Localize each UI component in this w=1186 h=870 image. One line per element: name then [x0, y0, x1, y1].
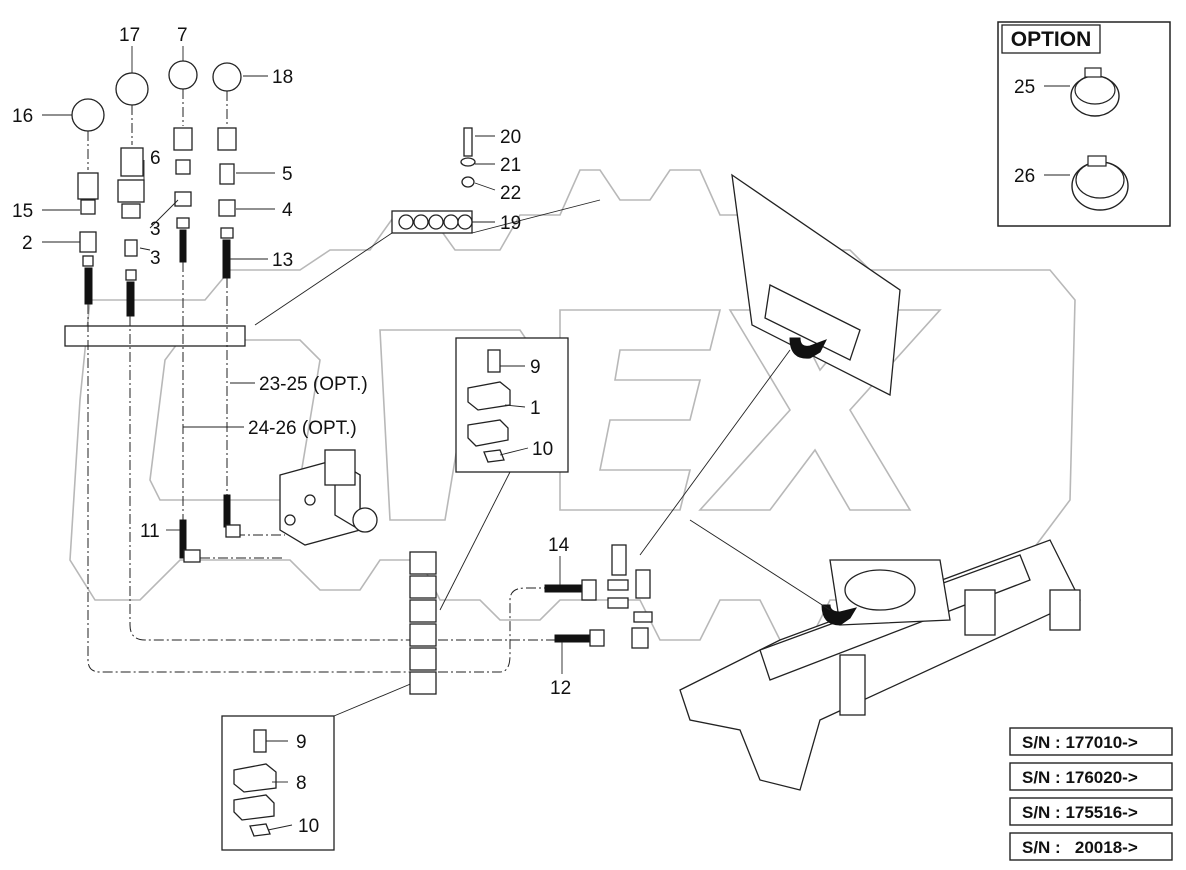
callout-2: 2	[22, 233, 33, 254]
callout-17: 17	[119, 25, 140, 46]
clamp-1-icon	[467, 381, 511, 411]
clamp-detail-upper	[439, 337, 569, 611]
callout-21: 21	[500, 155, 521, 176]
callout-14: 14	[548, 535, 570, 556]
dust-cap-17-icon	[115, 72, 149, 106]
option-title: OPTION	[1011, 28, 1092, 51]
serial-number-3: S/N : 175516->	[1022, 803, 1138, 822]
control-valve	[279, 449, 378, 546]
callout-10-upper: 10	[532, 439, 553, 460]
callout-13: 13	[272, 250, 293, 271]
callout-20: 20	[500, 127, 521, 148]
callout-6: 6	[150, 148, 161, 169]
callout-9-lower: 9	[296, 732, 307, 753]
callout-leaders	[42, 46, 563, 831]
bolt-20-icon	[463, 127, 473, 157]
clamp-stack	[409, 551, 437, 695]
callout-4: 4	[282, 200, 293, 221]
callout-11: 11	[140, 521, 160, 542]
serial-number-2: S/N : 176020->	[1022, 768, 1138, 787]
hose-runs	[87, 262, 600, 673]
callout-opt-24-26: 24-26 (OPT.)	[248, 418, 357, 439]
option-box: OPTION 25 26	[997, 21, 1171, 227]
callout-3-upper: 3	[150, 219, 161, 240]
dust-cap-18-icon	[212, 62, 242, 92]
callout-opt-23-25: 23-25 (OPT.)	[259, 374, 368, 395]
plate-10-icon	[483, 449, 505, 463]
callout-3-lower: 3	[150, 248, 161, 269]
bulkhead-plate	[64, 325, 246, 347]
callout-18: 18	[272, 67, 293, 88]
callout-10-lower: 10	[298, 816, 319, 837]
screw-9b-icon	[253, 729, 267, 753]
dust-cap-7-icon	[168, 60, 198, 90]
callout-labels: 16 17 7 18 6 15 2 3 3 5 4 13 20 21 22 19…	[12, 25, 571, 837]
bracket-19	[254, 127, 601, 326]
clamp-8-icon	[233, 763, 277, 793]
clamp-detail-lower	[221, 679, 421, 851]
callout-15: 15	[12, 201, 33, 222]
callout-8: 8	[296, 773, 307, 794]
washer-21-icon	[460, 157, 476, 167]
machine-chassis	[679, 173, 1081, 791]
callout-9-upper: 9	[530, 357, 541, 378]
screw-9-icon	[487, 349, 501, 373]
plate-10b-icon	[249, 823, 271, 837]
callout-19: 19	[500, 213, 521, 234]
callout-12: 12	[550, 678, 571, 699]
serial-number-4: S/N : 20018->	[1022, 838, 1138, 857]
callout-16: 16	[12, 106, 33, 127]
hose-clamp-25-icon	[1070, 67, 1120, 117]
dust-cap-16-icon	[71, 98, 105, 132]
fittings-14-12	[544, 349, 791, 649]
option-item-26: 26	[1014, 166, 1035, 187]
nut-22-icon	[461, 176, 475, 188]
callout-7: 7	[177, 25, 188, 46]
callout-1: 1	[530, 398, 541, 419]
callout-5: 5	[282, 164, 293, 185]
callout-22: 22	[500, 183, 521, 204]
quick-coupler-assemblies	[71, 60, 242, 317]
hose-clamp-26-icon	[1071, 155, 1129, 211]
serial-number-1: S/N : 177010->	[1022, 733, 1138, 752]
option-item-25: 25	[1014, 77, 1035, 98]
serial-number-list: S/N : 177010-> S/N : 176020-> S/N : 1755…	[1009, 727, 1173, 861]
